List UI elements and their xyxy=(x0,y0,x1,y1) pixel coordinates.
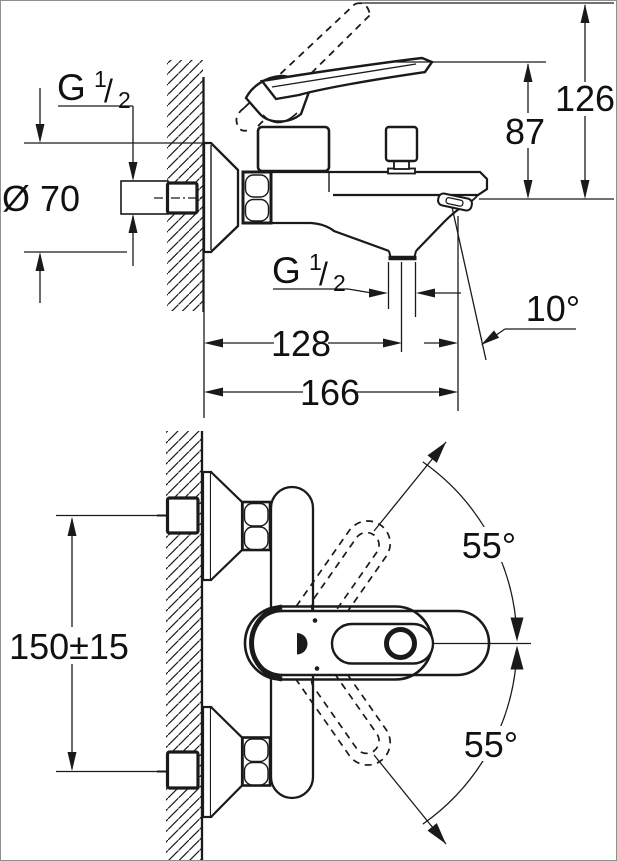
svg-text:2: 2 xyxy=(118,87,131,113)
svg-text:1: 1 xyxy=(94,66,107,92)
arrowhead xyxy=(523,63,533,82)
arrowhead xyxy=(580,180,590,199)
arrowhead xyxy=(128,162,138,181)
svg-text:1: 1 xyxy=(309,249,322,275)
dim-union-spacing-label: 150±15 xyxy=(9,626,129,667)
side-view: G 1 / 2 Ø 70 87 xyxy=(2,2,615,418)
dim-outlet-thread-label: G 1 / 2 xyxy=(272,249,346,296)
plan-diverter xyxy=(330,622,435,665)
handle-lever-side xyxy=(244,56,434,124)
dim-handle-height: 87 xyxy=(502,63,548,199)
wall-hatch-plan-view xyxy=(166,431,204,861)
s-union-lower xyxy=(157,705,272,819)
dim-wall-thread-label: G 1 / 2 xyxy=(57,66,131,113)
spout-outlet xyxy=(388,250,417,261)
arrowhead xyxy=(67,517,77,536)
dim-outlet-center-distance-label: 128 xyxy=(271,323,331,364)
hex-nut-side xyxy=(241,170,273,225)
arrowhead xyxy=(35,252,45,271)
wall-union-side xyxy=(120,180,213,215)
dim-outlet-thread: G 1 / 2 xyxy=(272,249,461,298)
arrowhead xyxy=(204,387,223,397)
dim-swing-angle-upper-label: 55° xyxy=(462,525,516,566)
svg-text:/: / xyxy=(319,256,328,292)
arrowhead xyxy=(523,180,533,199)
arrowhead xyxy=(427,442,446,463)
arrowhead xyxy=(128,214,138,233)
arrowhead xyxy=(510,645,524,670)
arrowhead xyxy=(369,288,388,298)
arrowhead xyxy=(439,338,458,348)
dim-wall-thread: G 1 / 2 xyxy=(57,66,138,266)
plan-view: 55° 55° 150±15 xyxy=(4,431,531,861)
dim-escutcheon-diameter: Ø 70 xyxy=(2,88,204,303)
cartridge-cap xyxy=(256,125,331,173)
arrowhead xyxy=(35,124,45,143)
aerator xyxy=(437,192,473,212)
svg-text:G: G xyxy=(272,250,301,291)
s-union-upper xyxy=(157,470,272,582)
arrowhead xyxy=(510,617,524,642)
spray-angle-reference-line xyxy=(451,206,487,361)
svg-text:/: / xyxy=(104,73,113,109)
arrowhead xyxy=(439,387,458,397)
arrowhead xyxy=(427,823,446,844)
dim-spray-angle: 10° xyxy=(424,288,580,348)
dim-union-spacing: 150±15 xyxy=(4,514,168,773)
dim-handle-height-label: 87 xyxy=(505,111,545,152)
arrowhead xyxy=(204,338,223,348)
arrowhead xyxy=(383,338,402,348)
arrowhead xyxy=(416,288,435,298)
escutcheon-side xyxy=(202,141,240,254)
dim-spray-angle-label: 10° xyxy=(526,288,580,329)
dim-total-height: 126 xyxy=(555,4,615,199)
arrowhead xyxy=(67,752,77,771)
dim-handle-swing: 55° 55° xyxy=(373,441,531,845)
arrowhead xyxy=(481,330,500,345)
dim-spout-projection-label: 166 xyxy=(300,372,360,413)
dim-outlet-center-distance: 128 xyxy=(204,323,402,364)
dim-escutcheon-diameter-label: Ø 70 xyxy=(2,178,80,219)
dim-total-height-label: 126 xyxy=(555,78,615,119)
diverter-knob xyxy=(384,125,419,175)
arrowhead xyxy=(580,4,590,23)
dim-swing-angle-lower-label: 55° xyxy=(464,724,518,765)
dim-spout-projection: 166 xyxy=(204,372,458,413)
faucet-body-side xyxy=(270,170,489,261)
svg-text:G: G xyxy=(57,67,86,108)
plan-lever xyxy=(243,604,434,682)
cartridge-marker xyxy=(297,633,308,655)
svg-text:2: 2 xyxy=(333,270,346,296)
